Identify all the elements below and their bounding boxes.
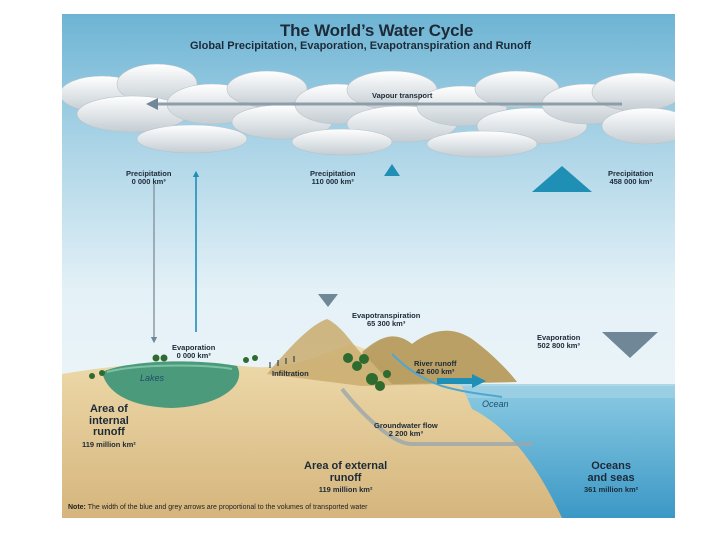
precip-internal-value: 0 000 km³ bbox=[131, 176, 166, 186]
precip-ocean-value: 458 000 km³ bbox=[609, 176, 652, 186]
river bbox=[391, 353, 503, 398]
trees bbox=[89, 353, 391, 391]
evapotranspiration-value: 65 300 km³ bbox=[366, 318, 406, 328]
groundwater-flow-label: Groundwater flow 2 200 km³ bbox=[374, 422, 438, 438]
note-prefix: Note: bbox=[68, 504, 86, 511]
note-text: The width of the blue and grey arrows ar… bbox=[87, 504, 368, 511]
evap-lakes-title: Evaporation bbox=[172, 343, 216, 352]
diagram-note: Note: The width of the blue and grey arr… bbox=[68, 504, 367, 511]
precip-land-label: Precipitation 110 000 km³ bbox=[310, 170, 355, 186]
river-runoff-title: River runoff bbox=[414, 359, 457, 368]
groundwater-arrow bbox=[340, 387, 532, 446]
diagram-artwork bbox=[62, 14, 675, 518]
evapotranspiration-label: Evapotranspiration 65 300 km³ bbox=[352, 312, 420, 328]
region-external-line2: runoff bbox=[329, 471, 362, 484]
water-cycle-diagram: The World’s Water Cycle Global Precipita… bbox=[62, 14, 675, 518]
river-runoff-label: River runoff 42 600 km³ bbox=[414, 360, 457, 376]
evap-lakes-value: 0 000 km³ bbox=[176, 350, 211, 360]
region-oceans-line1: Oceans bbox=[591, 460, 631, 472]
region-internal-line3: runoff bbox=[93, 426, 125, 439]
region-external-runoff: Area of external runoff 119 million km² bbox=[304, 460, 388, 495]
region-external-line1: Area of external bbox=[304, 460, 388, 472]
evapotranspiration-title: Evapotranspiration bbox=[352, 311, 421, 320]
evap-ocean-title: Evaporation bbox=[537, 333, 581, 342]
evap-ocean-label: Evaporation 502 800 km³ bbox=[537, 334, 580, 350]
infiltration-label: Infiltration bbox=[272, 369, 309, 378]
region-oceans: Oceans and seas 361 million km² bbox=[584, 460, 639, 495]
precip-ocean-label: Precipitation 458 000 km³ bbox=[608, 170, 653, 186]
region-internal-value: 119 million km² bbox=[82, 439, 136, 449]
region-internal-line2: internal bbox=[89, 414, 129, 427]
region-internal-runoff: Area of internal runoff 119 million km² bbox=[82, 403, 136, 449]
precip-land-title: Precipitation bbox=[310, 169, 356, 178]
precip-land-value: 110 000 km³ bbox=[311, 176, 354, 186]
groundwater-flow-value: 2 200 km³ bbox=[388, 428, 423, 438]
diagram-title: The World’s Water Cycle bbox=[280, 21, 474, 40]
precip-ocean-title: Precipitation bbox=[608, 169, 654, 178]
diagram-subtitle: Global Precipitation, Evaporation, Evapo… bbox=[190, 40, 532, 52]
precip-internal-title: Precipitation bbox=[126, 169, 172, 178]
ocean-label: Ocean bbox=[482, 399, 509, 409]
region-oceans-line2: and seas bbox=[587, 471, 635, 484]
region-oceans-value: 361 million km² bbox=[584, 485, 639, 495]
lakes-label: Lakes bbox=[140, 373, 165, 383]
precip-internal-label: Precipitation 0 000 km³ bbox=[126, 170, 171, 186]
vapour-transport-label: Vapour transport bbox=[372, 91, 433, 100]
infiltration-marks bbox=[269, 356, 295, 368]
groundwater-flow-title: Groundwater flow bbox=[374, 421, 438, 430]
region-internal-line1: Area of bbox=[89, 403, 128, 415]
river-runoff-value: 42 600 km³ bbox=[416, 366, 455, 376]
evap-lakes-label: Evaporation 0 000 km³ bbox=[172, 344, 215, 360]
evap-ocean-value: 502 800 km³ bbox=[537, 340, 580, 350]
region-external-value: 119 million km² bbox=[318, 485, 373, 495]
lake-body bbox=[102, 361, 240, 408]
